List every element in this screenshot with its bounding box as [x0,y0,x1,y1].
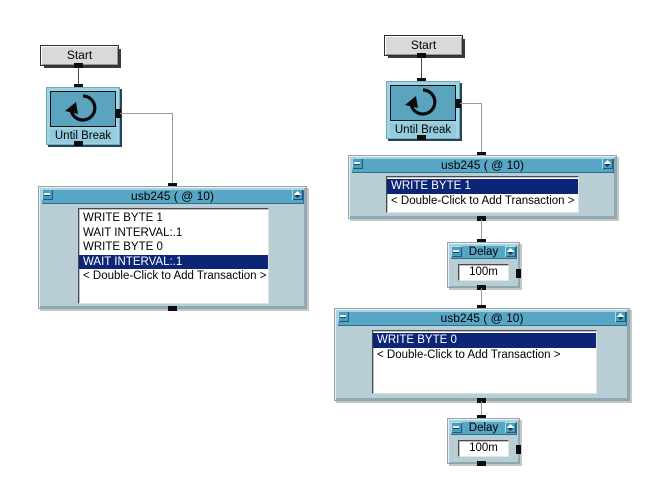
transaction-list[interactable]: WRITE BYTE 1 < Double-Click to Add Trans… [386,176,579,213]
sequence-pin[interactable] [477,239,486,244]
wire [421,56,422,81]
usb245-panel[interactable]: usb245 ( @ 10) WRITE BYTE 1 WAIT INTERVA… [38,186,307,309]
exit-pin[interactable] [516,445,521,454]
wire [120,113,173,114]
collapse-button[interactable] [338,311,349,322]
transaction-row[interactable]: < Double-Click to Add Transaction > [83,270,267,282]
sequence-pin[interactable] [417,135,426,140]
size-button[interactable] [602,158,613,169]
sequence-pin[interactable] [477,461,486,466]
transaction-row[interactable]: WRITE BYTE 0 [83,241,163,253]
loop-icon [50,91,116,127]
size-icon [616,312,625,321]
sequence-pin[interactable] [168,306,177,311]
size-icon [293,190,302,199]
size-icon [506,247,515,256]
sequence-pin[interactable] [417,53,426,58]
until-break-label: Until Break [50,129,116,143]
sequence-pin[interactable] [477,398,486,403]
wire [481,219,482,244]
size-icon [603,159,612,168]
panel-title[interactable]: usb245 ( @ 10) [41,189,304,204]
sequence-pin[interactable] [477,415,486,420]
sequence-pin[interactable] [477,285,486,290]
wire [481,288,482,309]
size-button[interactable] [615,311,626,322]
minus-icon [453,426,459,428]
minus-icon [44,193,50,195]
collapse-button[interactable] [451,246,462,257]
size-button[interactable] [505,422,516,433]
minus-icon [453,250,459,252]
transaction-row[interactable]: WRITE BYTE 1 [387,179,578,194]
transaction-list[interactable]: WRITE BYTE 1 WAIT INTERVAL:.1 WRITE BYTE… [78,208,269,304]
collapse-button[interactable] [42,189,53,200]
loop-icon [390,85,456,121]
panel-title[interactable]: usb245 ( @ 10) [337,311,627,326]
exit-pin[interactable] [516,269,521,278]
transaction-row[interactable]: < Double-Click to Add Transaction > [391,194,575,207]
sequence-pin[interactable] [74,63,83,68]
transaction-row[interactable]: < Double-Click to Add Transaction > [377,348,561,361]
minus-icon [354,162,360,164]
wire [481,401,482,419]
transaction-list[interactable]: WRITE BYTE 0 < Double-Click to Add Trans… [372,330,597,394]
until-break-object[interactable]: Until Break [386,81,460,139]
panel-title[interactable]: usb245 ( @ 10) [351,158,614,173]
sequence-pin[interactable] [74,84,83,89]
usb245-panel[interactable]: usb245 ( @ 10) WRITE BYTE 0 < Double-Cli… [334,308,630,401]
delay-value-field[interactable]: 100m [458,264,509,281]
sequence-pin[interactable] [168,183,177,188]
transaction-row[interactable]: WAIT INTERVAL:.1 [79,254,268,269]
minus-icon [340,315,346,317]
usb245-panel[interactable]: usb245 ( @ 10) WRITE BYTE 1 < Double-Cli… [348,155,617,219]
exit-pin[interactable] [456,99,461,108]
delay-object[interactable]: Delay 100m [447,242,520,288]
transaction-row[interactable]: WRITE BYTE 1 [83,212,163,224]
delay-object[interactable]: Delay 100m [447,418,520,464]
transaction-row[interactable]: WAIT INTERVAL:.1 [83,226,183,239]
until-break-label: Until Break [390,123,456,137]
panel-title[interactable]: Delay [450,421,517,435]
wire [460,103,482,104]
exit-pin[interactable] [116,109,121,118]
sequence-pin[interactable] [477,216,486,221]
wire [78,66,79,88]
until-break-object[interactable]: Until Break [46,87,120,145]
collapse-button[interactable] [451,422,462,433]
size-button[interactable] [292,189,303,200]
collapse-button[interactable] [352,158,363,169]
wire [481,103,482,155]
sequence-pin[interactable] [417,78,426,83]
sequence-pin[interactable] [74,141,83,146]
transaction-row[interactable]: WRITE BYTE 0 [373,333,596,348]
wire [172,113,173,186]
sequence-pin[interactable] [477,305,486,310]
delay-value-field[interactable]: 100m [458,440,509,457]
panel-title[interactable]: Delay [450,245,517,259]
size-button[interactable] [505,246,516,257]
sequence-pin[interactable] [477,152,486,157]
size-icon [506,423,515,432]
